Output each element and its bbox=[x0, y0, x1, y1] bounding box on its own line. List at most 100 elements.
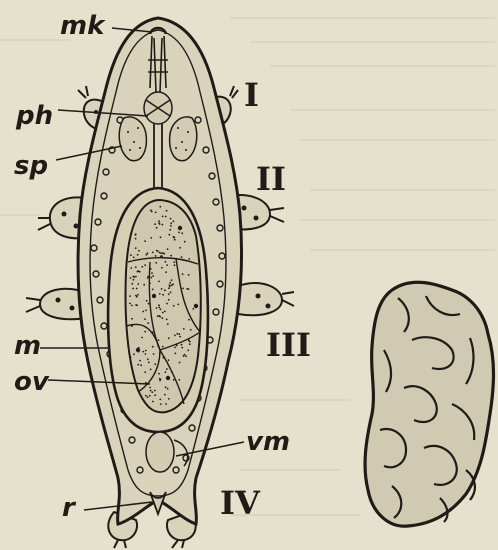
stipple-dot bbox=[169, 284, 171, 286]
stipple-dot bbox=[130, 277, 132, 279]
stipple-dot bbox=[144, 318, 146, 320]
stipple-dot bbox=[169, 229, 171, 231]
stipple-dot bbox=[178, 379, 180, 381]
stipple-dot bbox=[165, 371, 167, 373]
stipple-dot bbox=[189, 343, 191, 345]
stipple-dot bbox=[152, 289, 154, 291]
stipple-dot bbox=[162, 224, 164, 226]
stipple-dot bbox=[130, 254, 132, 256]
stipple-dot bbox=[181, 232, 183, 234]
stipple-dot bbox=[153, 353, 155, 355]
stipple-dot bbox=[168, 287, 170, 289]
stipple-dot bbox=[160, 236, 162, 238]
stipple-dot bbox=[135, 295, 137, 297]
stipple-dot bbox=[150, 268, 152, 270]
stipple-dot bbox=[188, 319, 190, 321]
stipple-dot bbox=[166, 264, 168, 266]
stipple-dot bbox=[170, 222, 172, 224]
stipple-dot bbox=[181, 256, 183, 258]
stipple-dot bbox=[151, 277, 153, 279]
stipple-dot bbox=[156, 307, 158, 309]
stipple-dot bbox=[184, 241, 186, 243]
stipple-dot bbox=[171, 371, 173, 373]
stipple-dot bbox=[148, 361, 150, 363]
stipple-dot bbox=[155, 212, 157, 214]
stipple-dot bbox=[182, 273, 184, 275]
stipple-dot bbox=[174, 335, 176, 337]
stipple-dot bbox=[142, 311, 144, 313]
label-sp: sp bbox=[14, 151, 48, 181]
stipple-dot bbox=[173, 261, 175, 263]
stipple-dot bbox=[150, 237, 152, 239]
stipple-dot bbox=[131, 283, 133, 285]
stipple-dot bbox=[137, 254, 139, 256]
stipple-dot bbox=[151, 391, 153, 393]
stipple-dot bbox=[131, 325, 133, 327]
stipple-dot bbox=[165, 403, 167, 405]
stipple-dot bbox=[145, 310, 147, 312]
stipple-dot bbox=[159, 399, 161, 401]
stipple-dot bbox=[138, 250, 140, 252]
stipple-dot bbox=[165, 386, 167, 388]
stipple-dot bbox=[138, 350, 140, 352]
stipple-dot bbox=[161, 288, 163, 290]
stipple-dot bbox=[162, 216, 164, 218]
stipple-dot bbox=[158, 281, 160, 283]
stipple-dot bbox=[154, 390, 156, 392]
label-m: m bbox=[14, 331, 41, 361]
stipple-dot bbox=[164, 311, 166, 313]
stipple-dot bbox=[158, 220, 160, 222]
stipple-dot bbox=[135, 234, 137, 236]
stipple-dot bbox=[150, 390, 152, 392]
stipple-dot bbox=[179, 362, 181, 364]
stipple-dot bbox=[147, 276, 149, 278]
stipple-dot bbox=[145, 395, 147, 397]
stipple-dot bbox=[160, 378, 162, 380]
stipple-dot bbox=[152, 401, 154, 403]
stipple-dot bbox=[137, 364, 139, 366]
stipple-dot bbox=[149, 282, 151, 284]
stipple-dot bbox=[160, 255, 162, 257]
ovary bbox=[126, 200, 201, 412]
label-ov: ov bbox=[14, 367, 50, 397]
stipple-dot bbox=[156, 227, 158, 229]
stipple-dot bbox=[135, 276, 137, 278]
stipple-dot bbox=[158, 315, 160, 317]
stipple-dot bbox=[149, 395, 151, 397]
stipple-dot bbox=[147, 396, 149, 398]
stipple-dot bbox=[176, 344, 178, 346]
stipple-dot bbox=[154, 363, 156, 365]
stipple-dot bbox=[188, 274, 190, 276]
stipple-dot bbox=[152, 331, 154, 333]
label-r: r bbox=[62, 493, 77, 523]
stipple-dot bbox=[137, 294, 139, 296]
stipple-dot bbox=[178, 333, 180, 335]
stipple-dot bbox=[168, 234, 170, 236]
stipple-dot bbox=[165, 271, 167, 273]
stipple-dot bbox=[147, 358, 149, 360]
stipple-dot bbox=[183, 355, 185, 357]
stipple-dot bbox=[165, 261, 167, 263]
stipple-dot bbox=[162, 357, 164, 359]
stipple-dot bbox=[144, 264, 146, 266]
stipple-dot bbox=[173, 220, 175, 222]
stipple-dot bbox=[157, 345, 159, 347]
label-ph: ph bbox=[15, 101, 53, 131]
stipple-dot bbox=[133, 353, 135, 355]
stipple-dot bbox=[170, 255, 172, 257]
stipple-dot bbox=[166, 210, 168, 212]
stipple-dot bbox=[171, 279, 173, 281]
stipple-dot bbox=[144, 240, 146, 242]
stipple-dot bbox=[174, 264, 176, 266]
stipple-dot bbox=[165, 216, 167, 218]
stipple-dot bbox=[154, 223, 156, 225]
stipple-dot bbox=[154, 394, 156, 396]
stipple-dot bbox=[167, 323, 169, 325]
stipple-dot bbox=[142, 351, 144, 353]
stipple-dot bbox=[186, 288, 188, 290]
stipple-dot bbox=[157, 250, 159, 252]
stipple-dot bbox=[164, 289, 166, 291]
stipple-dot bbox=[131, 305, 133, 307]
stipple-dot bbox=[168, 293, 170, 295]
